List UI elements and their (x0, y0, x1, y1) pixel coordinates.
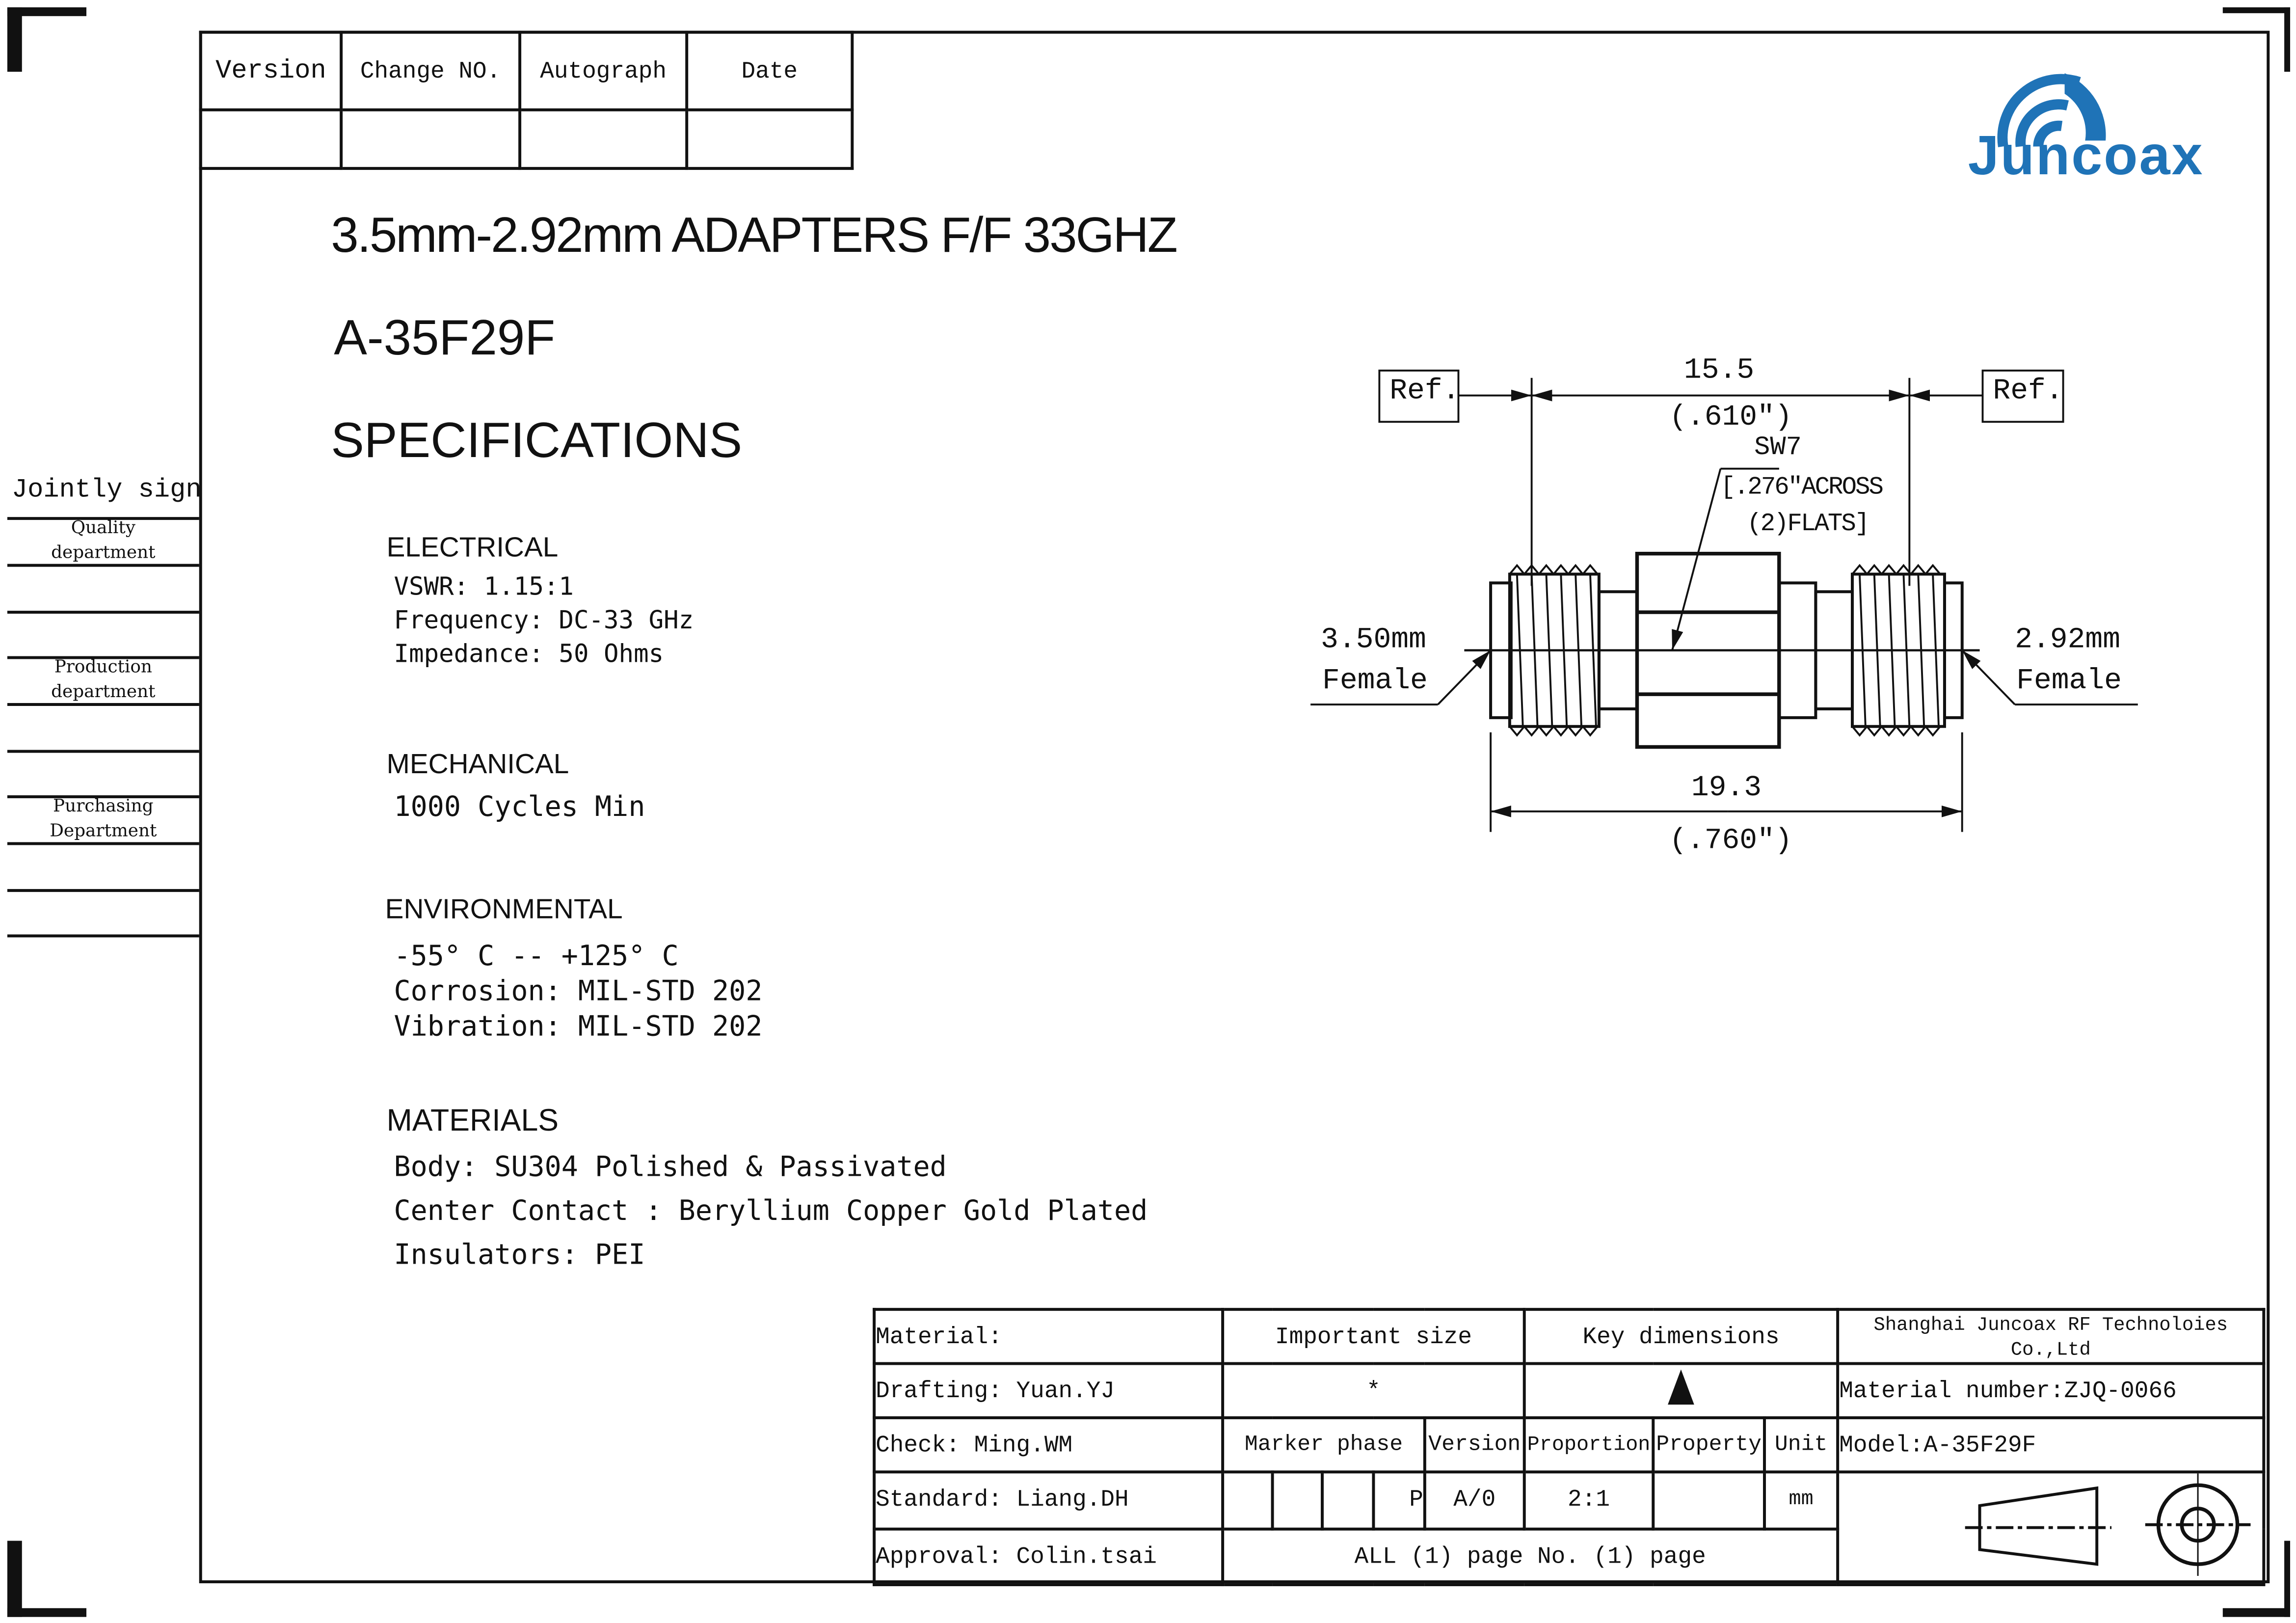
check-field: Check: Ming.WM (873, 1416, 1225, 1474)
rev-header-autograph: Autograph (518, 30, 689, 111)
divider (7, 795, 199, 798)
phase-cell (1271, 1470, 1324, 1530)
property-value (1652, 1470, 1766, 1530)
divider (7, 750, 199, 753)
dim-body-in: (.760″) (1669, 824, 1792, 859)
spec-environmental: ENVIRONMENTAL -55° C -- +125° C Corrosio… (385, 895, 763, 1044)
spec-line: Impedance: 50 Ohms (394, 640, 664, 670)
spec-line: Center Contact : Beryllium Copper Gold P… (394, 1195, 1148, 1228)
section-heading: MECHANICAL (386, 750, 569, 781)
standard-field: Standard: Liang.DH (873, 1470, 1225, 1530)
spec-line: 1000 Cycles Min (394, 791, 645, 823)
drafting-field: Drafting: Yuan.YJ (873, 1362, 1225, 1419)
corner-mark (2222, 7, 2291, 13)
dept-quality: Quality department (51, 517, 156, 563)
divider (7, 703, 199, 706)
divider (7, 842, 199, 845)
spec-line: Frequency: DC-33 GHz (394, 606, 694, 636)
dim-overall-in: (.610″) (1669, 401, 1792, 435)
key-dimension-triangle-icon (1522, 1362, 1840, 1419)
revision-table: Version Change NO. Autograph Date (199, 30, 854, 170)
dim-body-mm: 19.3 (1691, 772, 1762, 806)
left-connector-gender: Female (1322, 665, 1428, 699)
unit-value: mm (1763, 1470, 1840, 1530)
important-size-symbol: * (1221, 1362, 1526, 1419)
corner-mark (7, 7, 22, 72)
spec-electrical: ELECTRICAL VSWR: 1.15:1 Frequency: DC-33… (387, 533, 694, 672)
divider (7, 517, 199, 520)
phase-cell (1221, 1470, 1274, 1530)
material-number: Material number:ZJQ-0066 (1836, 1362, 2266, 1419)
version-value: A/0 (1423, 1470, 1526, 1530)
specifications-heading: SPECIFICATIONS (331, 413, 743, 469)
divider (7, 611, 199, 614)
page-count: ALL (1) page No. (1) page (1221, 1527, 1840, 1586)
divider (7, 934, 199, 938)
marker-phase-header: Marker phase (1221, 1416, 1426, 1474)
company-logo: Juncoax (1962, 55, 2241, 194)
spec-materials: MATERIALS Body: SU304 Polished & Passiva… (387, 1104, 1148, 1277)
rev-header-version: Version (199, 30, 343, 111)
phase-cell (1321, 1470, 1375, 1530)
section-heading: MATERIALS (386, 1104, 559, 1138)
rev-cell (518, 108, 689, 170)
spec-line: -55° C -- +125° C (394, 940, 679, 973)
spec-line: Vibration: MIL-STD 202 (394, 1010, 763, 1043)
corner-mark (2284, 1541, 2291, 1617)
corner-mark (2284, 7, 2291, 72)
rev-cell (685, 108, 854, 170)
model-field: Model:A-35F29F (1836, 1416, 2266, 1474)
key-dimensions-header: Key dimensions (1522, 1308, 1840, 1365)
important-size-header: Important size (1221, 1308, 1526, 1365)
spec-line: VSWR: 1.15:1 (394, 572, 574, 602)
company-name: Shanghai Juncoax RF Technoloies Co.,Ltd (1836, 1308, 2266, 1365)
right-connector-gender: Female (2016, 665, 2122, 699)
wrench-note-2: (2)FLATS] (1747, 511, 1869, 539)
unit-header: Unit (1763, 1416, 1840, 1474)
spec-line: Body: SU304 Polished & Passivated (394, 1151, 947, 1184)
signal-waves-icon (1997, 73, 2106, 147)
spec-mechanical: MECHANICAL 1000 Cycles Min (387, 750, 645, 825)
proportion-value: 2:1 (1522, 1470, 1655, 1530)
divider (7, 656, 199, 659)
approval-field: Approval: Colin.tsai (873, 1527, 1225, 1586)
rev-cell (340, 108, 522, 170)
wrench-note-1: [.276″ACROSS (1720, 474, 1883, 503)
ref-label-right: Ref. (1993, 375, 2063, 409)
proportion-header: Proportion (1522, 1416, 1655, 1474)
ref-label-left: Ref. (1389, 375, 1460, 409)
wrench-size: SW7 (1754, 433, 1802, 463)
corner-mark (7, 1541, 22, 1617)
rev-cell (199, 108, 343, 170)
phase-p: P (1372, 1470, 1426, 1530)
dim-overall-mm: 15.5 (1683, 354, 1755, 388)
section-heading: ELECTRICAL (386, 533, 559, 564)
title-block: Material: Important size Key dimensions … (873, 1308, 2266, 1587)
property-header: Property (1652, 1416, 1766, 1474)
jointly-sign-label: Jointly sign (11, 476, 202, 506)
spec-line: Corrosion: MIL-STD 202 (394, 975, 763, 1008)
dept-production: Production department (51, 656, 156, 702)
rev-header-date: Date (685, 30, 854, 111)
projection-symbol-icon (1836, 1470, 2266, 1587)
corner-mark (7, 7, 87, 16)
corner-mark (7, 1608, 87, 1617)
dept-purchasing: Purchasing Department (50, 795, 157, 841)
material-field: Material: (873, 1308, 1225, 1365)
logo-text: Juncoax (1968, 126, 2204, 188)
corner-mark (2222, 1608, 2291, 1617)
product-title: 3.5mm-2.92mm ADAPTERS F/F 33GHZ (331, 208, 1177, 264)
spec-line: Insulators: PEI (394, 1239, 645, 1271)
right-connector-size: 2.92mm (2015, 623, 2121, 658)
divider (7, 564, 199, 567)
part-number: A-35F29F (334, 310, 556, 366)
divider (7, 889, 199, 892)
version-header: Version (1423, 1416, 1526, 1474)
left-connector-size: 3.50mm (1321, 623, 1426, 658)
section-heading: ENVIRONMENTAL (385, 894, 623, 926)
rev-header-change: Change NO. (340, 30, 522, 111)
